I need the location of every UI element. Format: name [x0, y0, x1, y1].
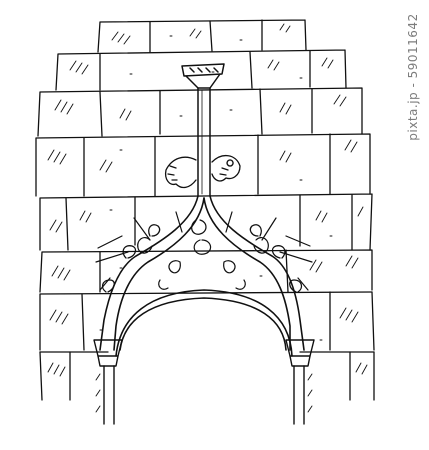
ogee-hood-mould — [99, 195, 305, 357]
watermark-text: pixta.jp - 59011642 — [406, 13, 420, 141]
carved-figure-right — [211, 155, 241, 182]
door-jambs — [95, 365, 313, 425]
crockets — [101, 224, 303, 293]
central-shaft — [197, 87, 211, 197]
corbel — [181, 63, 225, 89]
arch-voussoir-joints — [95, 211, 313, 291]
springing-stops — [93, 339, 315, 367]
stone-hatching — [47, 23, 368, 377]
foliage-ornament — [137, 219, 269, 290]
stone-wall — [35, 19, 375, 401]
carved-figure-left — [164, 156, 197, 189]
stock-watermark: pixta.jp - 59011642 — [403, 12, 423, 142]
